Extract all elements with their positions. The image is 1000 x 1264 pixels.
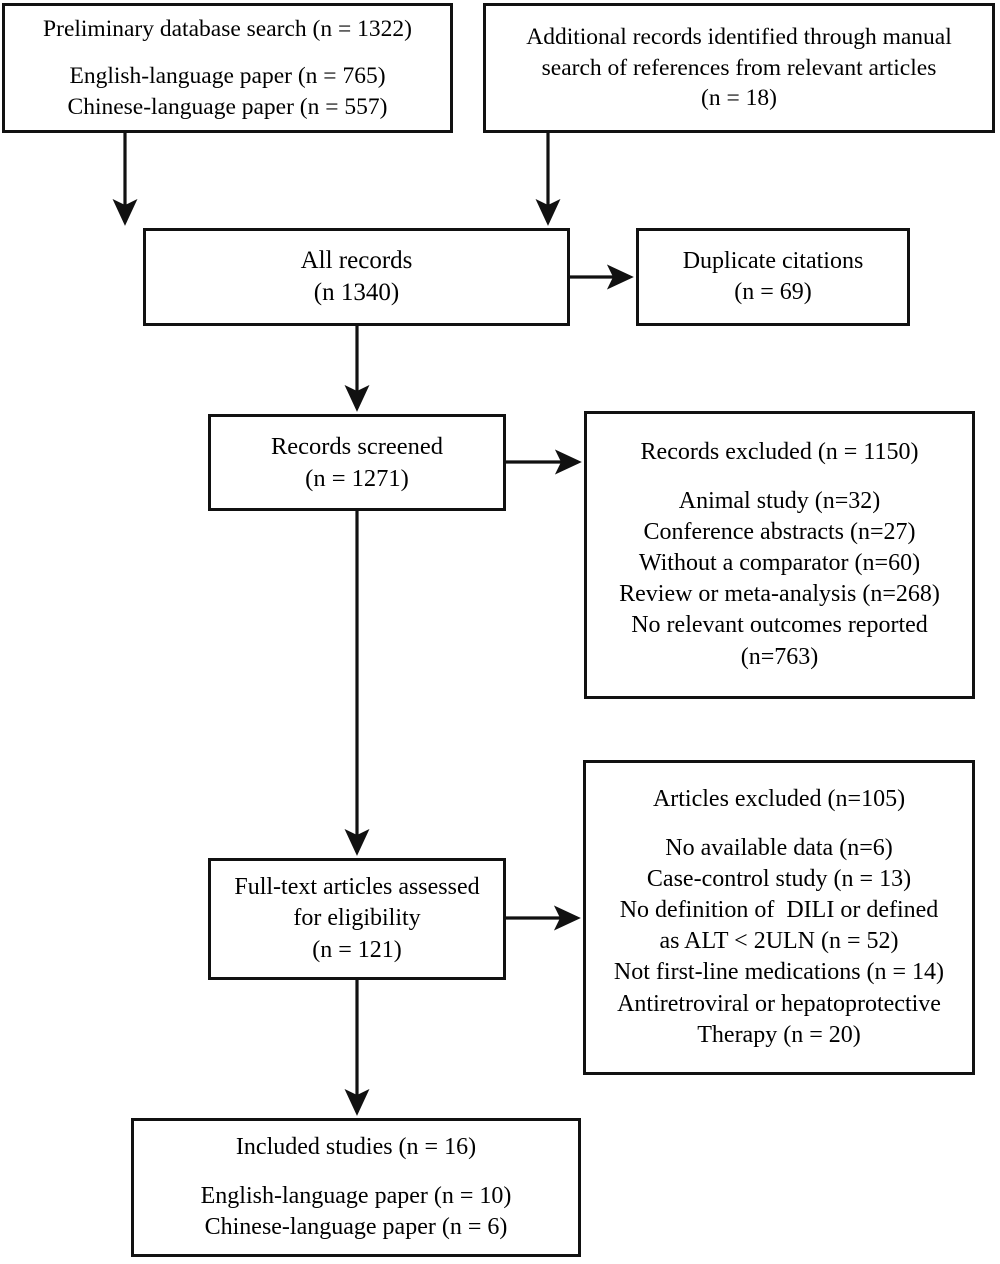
box-text-line: All records <box>300 246 413 274</box>
records-screened-box: Records screened (n = 1271) <box>208 414 506 511</box>
box-text-line: Conference abstracts (n=27) <box>643 518 916 545</box>
box-text-line: English-language paper (n = 765) <box>69 63 386 90</box>
box-text-line: (n 1340) <box>313 279 400 306</box>
box-text-line: Additional records identified through ma… <box>526 24 952 51</box>
preliminary-database-search-box: Preliminary database search (n = 1322) En… <box>2 3 453 133</box>
box-text-line: Case-control study (n = 13) <box>646 865 912 892</box>
records-excluded-box: Records excluded (n = 1150) Animal study … <box>584 411 975 699</box>
box-text-line: Therapy (n = 20) <box>697 1021 861 1048</box>
box-text-line: Without a comparator (n=60) <box>638 550 921 577</box>
box-text-line: as ALT < 2ULN (n = 52) <box>659 928 899 955</box>
additional-records-manual-search-box: Additional records identified through ma… <box>483 3 995 133</box>
box-text-line: No relevant outcomes reported <box>631 612 928 639</box>
box-text-line: Records excluded (n = 1150) <box>640 439 919 466</box>
full-text-articles-assessed-box: Full-text articles assessed for eligibili… <box>208 858 506 980</box>
box-text-line: Articles excluded (n=105) <box>652 786 906 813</box>
box-text-line: No available data (n=6) <box>665 834 893 861</box>
all-records-box: All records (n 1340) <box>143 228 570 326</box>
box-text-line: Animal study (n=32) <box>678 487 881 514</box>
box-text-line: No definition of DILI or defined <box>619 896 939 923</box>
box-text-line: for eligibility <box>293 905 421 932</box>
duplicate-citations-box: Duplicate citations (n = 69) <box>636 228 910 326</box>
box-text-line: (n=763) <box>740 643 819 670</box>
box-text-line: Records screened <box>270 432 444 460</box>
box-text-line: (n = 1271) <box>305 464 409 492</box>
box-text-line: English-language paper (n = 10) <box>200 1182 512 1209</box>
box-text-line: Chinese-language paper (n = 557) <box>67 93 388 120</box>
box-text-line: Chinese-language paper (n = 6) <box>204 1213 508 1240</box>
box-text-line: Full-text articles assessed <box>234 874 480 901</box>
box-text-line: Antiretroviral or hepatoprotective <box>617 990 941 1017</box>
box-text-line: Preliminary database search (n = 1322) <box>43 15 412 42</box>
box-text-line: (n = 18) <box>701 85 777 112</box>
box-text-line: (n = 121) <box>312 936 402 963</box>
box-text-line: Not first-line medications (n = 14) <box>613 959 945 986</box>
articles-excluded-box: Articles excluded (n=105) No available da… <box>583 760 975 1075</box>
included-studies-box: Included studies (n = 16) English-languag… <box>131 1118 581 1257</box>
box-text-line: (n = 69) <box>734 279 812 305</box>
box-text-line: Included studies (n = 16) <box>235 1134 477 1161</box>
box-text-line: Duplicate citations <box>682 247 864 274</box>
box-text-line: Review or meta-analysis (n=268) <box>619 581 940 608</box>
box-text-line: search of references from relevant artic… <box>541 54 937 81</box>
